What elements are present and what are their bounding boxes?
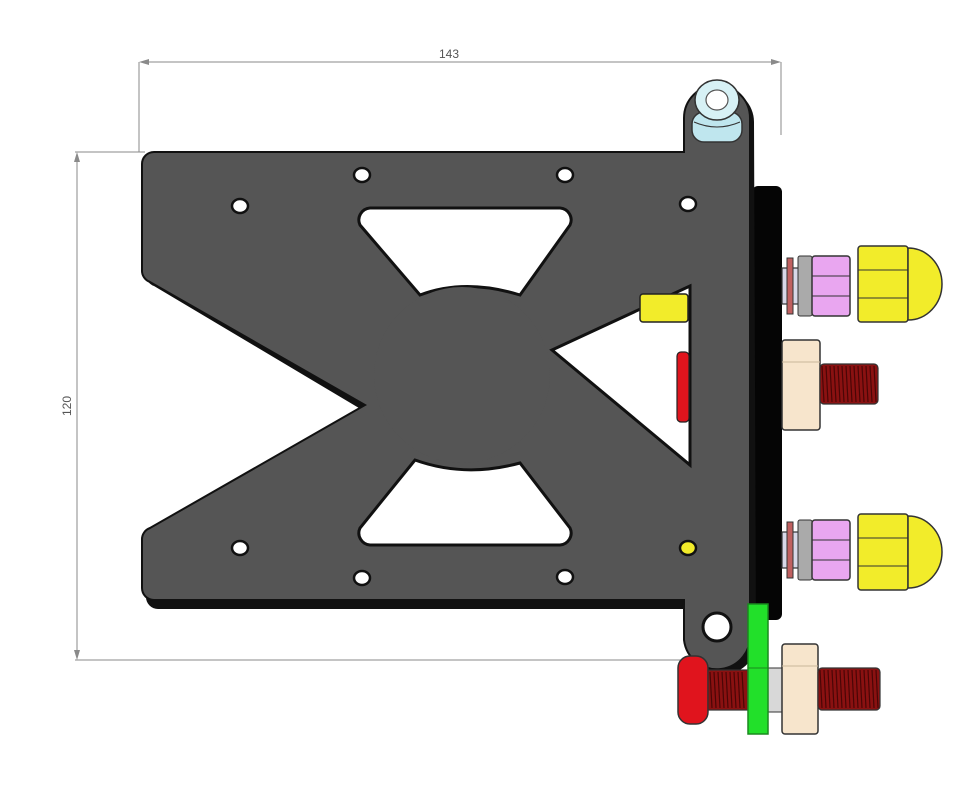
thread-line [741, 671, 745, 709]
bolt-middle-thread [821, 365, 877, 403]
width-dimension-label: 143 [439, 47, 459, 61]
thread-line [855, 669, 859, 709]
thread-line [875, 669, 879, 709]
height-dimension-label: 120 [60, 396, 74, 416]
thread-line [709, 671, 713, 709]
pivot-knob [691, 79, 743, 143]
pivot-hole [701, 611, 733, 643]
carriage-plate [141, 84, 757, 675]
cutout-hardware [639, 293, 690, 423]
width-dimension: 143 [138, 47, 782, 152]
thread-line [829, 365, 833, 403]
acorn-nut-upper [781, 245, 943, 323]
thread-line [835, 669, 839, 709]
thread-line [859, 669, 863, 709]
thread-line [837, 365, 841, 403]
thread-line [863, 669, 867, 709]
height-dimension: 120 [60, 151, 690, 661]
mount-hole [678, 195, 698, 213]
thread-line [839, 669, 843, 709]
thread-line [717, 671, 721, 709]
right-cutout [549, 283, 692, 469]
thread-line [841, 365, 845, 403]
top-cutout [357, 206, 573, 297]
mount-hole [230, 539, 250, 557]
side-bar [752, 186, 782, 620]
thread-line [827, 669, 831, 709]
thread-line [733, 671, 737, 709]
center-hub [374, 287, 550, 463]
thread-line [851, 669, 855, 709]
thread-line [845, 365, 849, 403]
thread-line [857, 365, 861, 403]
thread-line [737, 671, 741, 709]
thread-line [873, 365, 877, 403]
thread-line [871, 669, 875, 709]
thread-line [865, 365, 869, 403]
width-arrow-right [771, 59, 781, 65]
thread-line [869, 365, 873, 403]
acorn-nut-lower [781, 513, 943, 591]
bolt-bottom-thread [709, 669, 879, 709]
green-spacer [747, 603, 769, 735]
thread-line [725, 671, 729, 709]
thread-line [843, 669, 847, 709]
bolt-middle [781, 339, 879, 431]
thread-line [853, 365, 857, 403]
thread-line [729, 671, 733, 709]
mount-hole [555, 568, 575, 586]
width-arrow-left [139, 59, 149, 65]
bottom-cutout [357, 458, 573, 547]
height-arrow-top [74, 152, 80, 162]
thread-line [819, 669, 823, 709]
thread-line [821, 365, 825, 403]
thread-line [847, 669, 851, 709]
thread-line [825, 365, 829, 403]
thread-line [721, 671, 725, 709]
bolt-bottom [677, 643, 881, 735]
thread-line [849, 365, 853, 403]
thread-line [861, 365, 865, 403]
mount-hole [555, 166, 575, 184]
thread-line [823, 669, 827, 709]
thread-line [867, 669, 871, 709]
mount-hole [352, 166, 372, 184]
mount-hole [230, 197, 250, 215]
height-arrow-bottom [74, 650, 80, 660]
thread-line [831, 669, 835, 709]
thread-line [713, 671, 717, 709]
mount-hole [678, 539, 698, 557]
mount-hole [352, 569, 372, 587]
thread-line [833, 365, 837, 403]
